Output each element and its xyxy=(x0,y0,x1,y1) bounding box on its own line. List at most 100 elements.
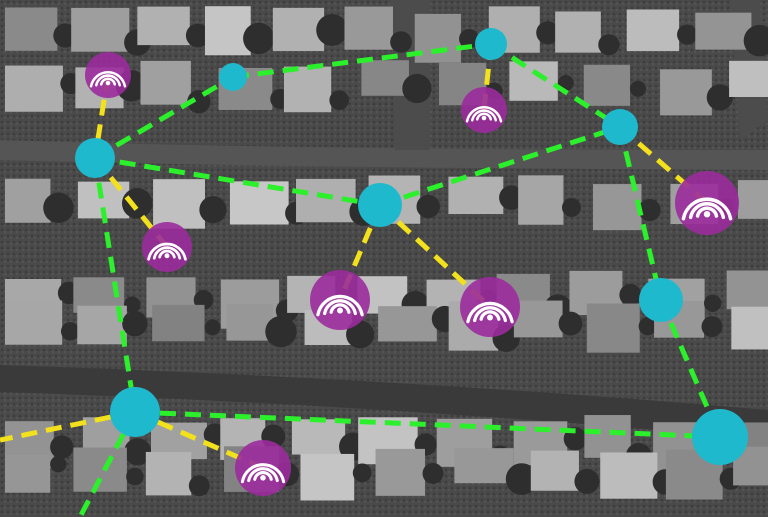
house-roof xyxy=(555,11,601,53)
house-roof xyxy=(726,270,768,310)
house-roof xyxy=(5,65,63,112)
mesh-node xyxy=(602,109,638,145)
house-roof xyxy=(5,7,58,51)
house-roof xyxy=(145,451,192,496)
mesh-node xyxy=(692,409,748,465)
backbone-link xyxy=(92,157,138,413)
wifi-node xyxy=(85,52,131,98)
tree xyxy=(123,296,141,313)
tree xyxy=(329,90,350,111)
wifi-icon xyxy=(316,294,364,317)
mesh-node xyxy=(358,183,402,227)
tree xyxy=(701,316,723,338)
house-roof xyxy=(378,306,437,342)
tree xyxy=(422,462,444,484)
wifi-node xyxy=(235,440,291,496)
tree xyxy=(536,21,560,45)
tree xyxy=(204,319,221,336)
house-roof xyxy=(140,60,191,105)
backbone-link xyxy=(617,126,664,301)
tree xyxy=(265,315,297,348)
tree xyxy=(126,467,144,486)
mesh-node xyxy=(219,63,247,91)
tree xyxy=(390,31,412,53)
house-roof xyxy=(71,7,130,52)
house-roof xyxy=(414,13,461,63)
wifi-node xyxy=(460,277,520,337)
wifi-icon xyxy=(147,242,187,261)
tree xyxy=(499,185,524,210)
tree xyxy=(505,463,538,495)
tree xyxy=(629,80,647,97)
house-roof xyxy=(626,9,680,52)
tree xyxy=(43,192,74,224)
backbone-link xyxy=(232,41,492,80)
house-roof xyxy=(586,303,640,353)
tree xyxy=(193,290,214,310)
wifi-node xyxy=(310,270,370,330)
backbone-link xyxy=(379,124,621,208)
tree xyxy=(743,24,768,57)
wifi-node xyxy=(142,222,192,272)
backbone-link xyxy=(94,155,381,208)
tree xyxy=(558,311,583,336)
tree xyxy=(50,435,74,459)
tree xyxy=(346,320,375,349)
tree xyxy=(706,84,733,111)
tree xyxy=(703,294,722,312)
wifi-icon xyxy=(240,463,286,484)
house-roof xyxy=(361,60,409,96)
mesh-node xyxy=(75,138,115,178)
house-roof xyxy=(695,12,752,50)
backbone-link xyxy=(134,409,721,440)
house-roof xyxy=(153,179,205,229)
house-roof xyxy=(152,304,205,342)
house-roof xyxy=(737,180,768,219)
wifi-icon xyxy=(465,106,503,123)
house-roof xyxy=(513,300,563,338)
house-roof xyxy=(584,415,631,458)
tree xyxy=(459,28,479,49)
tree xyxy=(316,14,348,46)
house-roof xyxy=(518,175,564,225)
backbone-link xyxy=(93,74,235,161)
tree xyxy=(574,468,600,494)
house-roof xyxy=(5,178,51,223)
backbone-link xyxy=(77,410,138,517)
tree xyxy=(619,283,642,306)
tree xyxy=(561,198,581,217)
client-link xyxy=(0,409,136,443)
house-roof xyxy=(300,453,355,501)
house-roof xyxy=(509,61,558,101)
tree xyxy=(188,475,210,497)
house-roof xyxy=(583,64,631,106)
house-roof xyxy=(5,454,51,493)
house-roof xyxy=(73,447,127,492)
wifi-icon xyxy=(466,301,514,324)
tree xyxy=(60,322,80,341)
tree xyxy=(199,196,227,224)
tree xyxy=(402,73,432,104)
tree xyxy=(50,455,67,473)
house-roof xyxy=(448,176,504,214)
tree xyxy=(416,194,440,219)
tree xyxy=(638,198,661,222)
house-roof xyxy=(344,6,393,50)
tree xyxy=(124,438,152,466)
tree xyxy=(243,22,275,55)
client-link xyxy=(618,125,709,205)
house-roof xyxy=(204,6,251,56)
house-roof xyxy=(593,184,642,231)
tree xyxy=(598,34,620,56)
house-roof xyxy=(291,419,346,455)
backbone-link xyxy=(489,41,622,130)
mesh-node xyxy=(110,387,160,437)
house-roof xyxy=(600,452,658,499)
wifi-node xyxy=(675,171,739,235)
wifi-icon xyxy=(681,197,733,221)
tree xyxy=(121,188,153,219)
tree xyxy=(638,317,657,336)
house-roof xyxy=(226,304,273,341)
